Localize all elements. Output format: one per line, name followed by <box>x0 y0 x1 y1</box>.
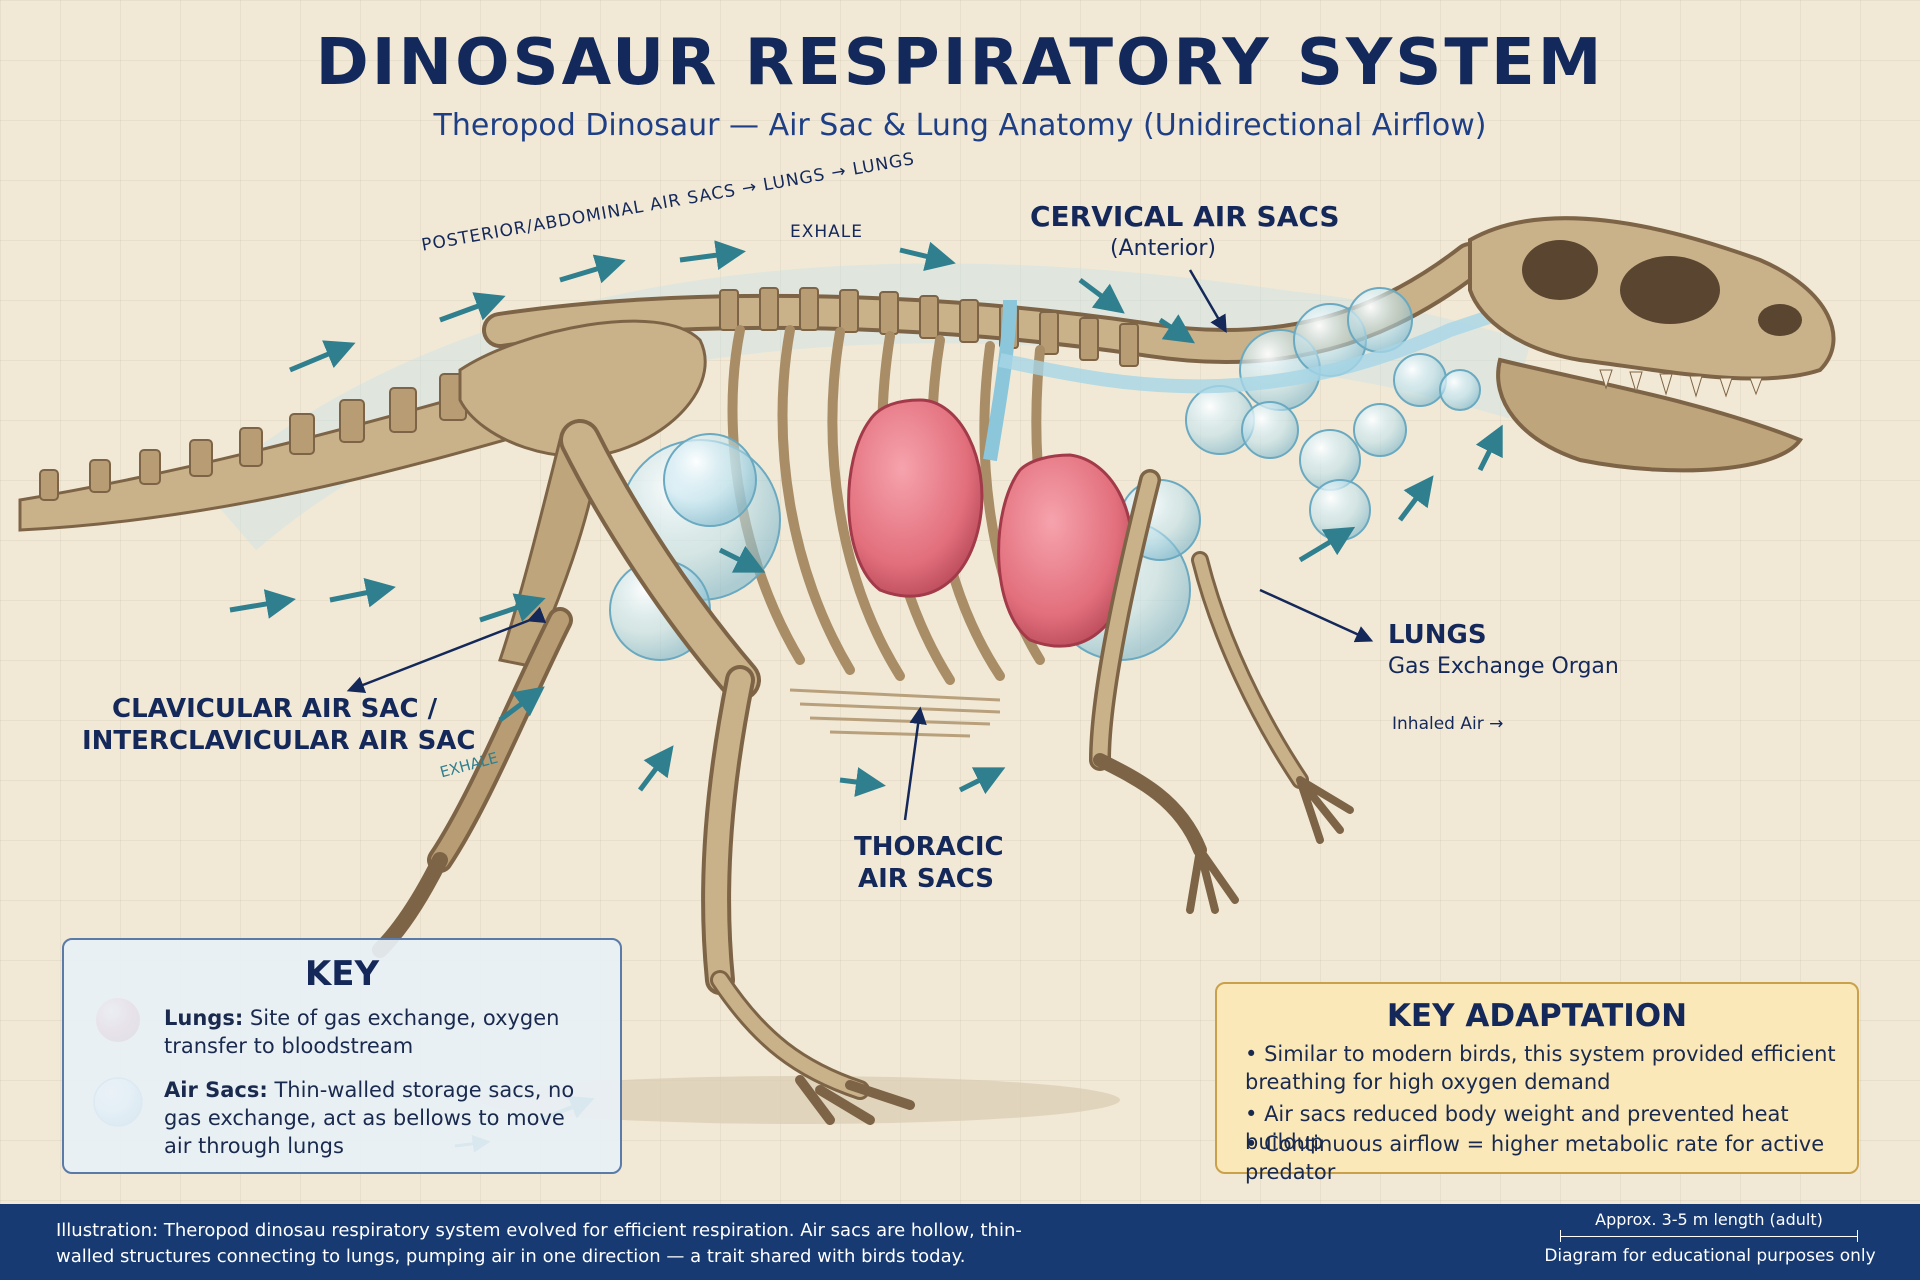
key-airsacs-desc: Thin-walled storage sacs, no gas exchang… <box>164 1078 575 1158</box>
forelimbs <box>1089 469 1354 914</box>
tail-vertebrae <box>18 373 543 532</box>
cervical-air-sacs-label: CERVICAL AIR SACS <box>1030 200 1340 233</box>
key-lungs-entry: Lungs: Site of gas exchange, oxygen tran… <box>164 1004 604 1060</box>
adaptation-item: • Air sacs reduced body weight and preve… <box>1245 1102 1789 1154</box>
thoracic-label-line1: THORACIC <box>854 832 1004 862</box>
footer-caption: Illustration: Theropod dinosau respirato… <box>56 1220 1022 1267</box>
far-leg <box>372 607 573 958</box>
airflow-arrows <box>229 240 1503 797</box>
educational-note: Diagram for educational purposes only <box>1544 1246 1876 1266</box>
thoracic-label-line2: AIR SACS <box>858 864 995 894</box>
key-lungs-desc: Site of gas exchange, oxygen transfer to… <box>164 1006 560 1058</box>
lungs-sub: Gas Exchange Organ <box>1388 654 1619 679</box>
lungs-label: LUNGS <box>1388 620 1487 650</box>
key-airsacs-entry: Air Sacs: Thin-walled storage sacs, no g… <box>164 1076 584 1160</box>
key-adaptation-panel: KEY ADAPTATION • Similar to modern birds… <box>1215 982 1859 1184</box>
key-title: KEY <box>304 954 380 994</box>
adaptation-item-text: Similar to modern birds, this system pro… <box>1245 1042 1836 1094</box>
airflow-exhale-label: EXHALE <box>790 222 864 242</box>
lungs-organ <box>847 299 1134 648</box>
clavicular-label-line2: INTERCLAVICULAR AIR SAC <box>82 726 476 756</box>
page-subtitle: Theropod Dinosaur — Air Sac & Lung Anato… <box>433 108 1487 143</box>
key-airsacs-term: Air Sacs: <box>164 1078 268 1102</box>
adaptation-item-text: Air sacs reduced body weight and prevent… <box>1245 1102 1789 1154</box>
key-panel: KEY Lungs: Site of gas exchange, oxygen … <box>62 938 622 1174</box>
dinosaur-illustration <box>18 216 1836 1153</box>
adaptation-item: • Continuous airflow = higher metabolic … <box>1245 1132 1825 1184</box>
key-adaptation-title: KEY ADAPTATION <box>1386 998 1688 1034</box>
scale-label: Approx. 3-5 m length (adult) <box>1595 1210 1823 1229</box>
skull <box>1468 216 1836 473</box>
inhaled-air-label: Inhaled Air → <box>1392 714 1504 734</box>
key-lungs-term: Lungs: <box>164 1006 244 1030</box>
ground-shadow <box>480 1076 1120 1124</box>
scale-tick-right <box>1857 1230 1858 1242</box>
clavicular-label-line1: CLAVICULAR AIR SAC / <box>112 694 438 724</box>
adaptation-item: • Similar to modern birds, this system p… <box>1245 1042 1836 1094</box>
cervical-air-sacs-sub: (Anterior) <box>1110 236 1216 261</box>
scale-bar <box>1560 1236 1858 1237</box>
footer-bar: Illustration: Theropod dinosau respirato… <box>0 1204 1920 1280</box>
scale-tick-left <box>1560 1230 1561 1242</box>
leader-lines <box>346 269 1374 821</box>
adaptation-item-text: Continuous airflow = higher metabolic ra… <box>1245 1132 1825 1184</box>
page-title: DINOSAUR RESPIRATORY SYSTEM <box>315 26 1605 100</box>
hind-leg <box>559 419 915 1125</box>
trachea <box>998 303 1513 394</box>
gastralia <box>789 688 1001 738</box>
